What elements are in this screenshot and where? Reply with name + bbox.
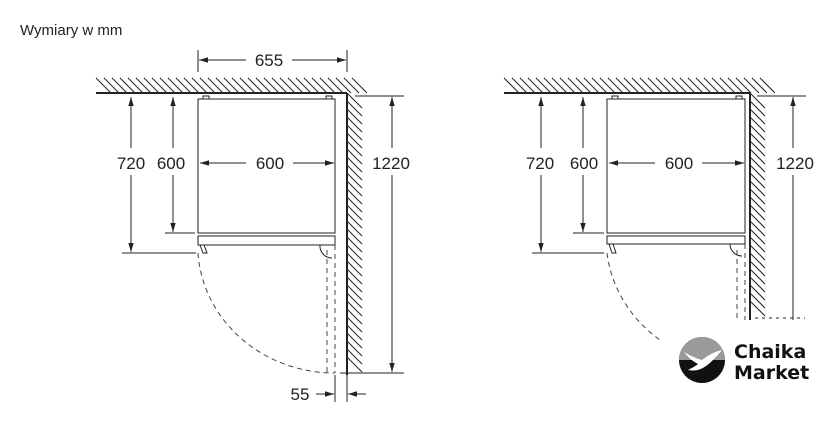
dim-600-depth: 600 [570,154,598,173]
dim-55: 55 [291,385,310,404]
fridge-door [197,235,336,246]
dim-720: 720 [117,154,145,173]
chaika-market-logo: Chaika Market [679,337,809,384]
dim-600-width: 600 [256,154,284,173]
right-diagram: 720 600 600 1220 [503,77,814,341]
dim-655: 655 [255,51,283,70]
diagram-title: Wymiary w mm [20,22,122,39]
logo-text-line1: Chaika [734,341,806,363]
logo-text-line2: Market [734,362,809,384]
dim-1220: 1220 [372,154,410,173]
wall-hatching [503,77,776,317]
wall-hatching [95,77,368,373]
dim-720: 720 [526,154,554,173]
dim-1220: 1220 [776,154,814,173]
door-swing-arc [197,252,336,374]
door-swing-arc [606,252,661,341]
fridge-body [197,98,336,234]
dim-600-width: 600 [665,154,693,173]
left-diagram: 655 720 600 600 1220 55 [95,50,410,404]
fridge-door [606,235,746,245]
dim-600-depth: 600 [157,154,185,173]
fridge-body [606,98,746,234]
